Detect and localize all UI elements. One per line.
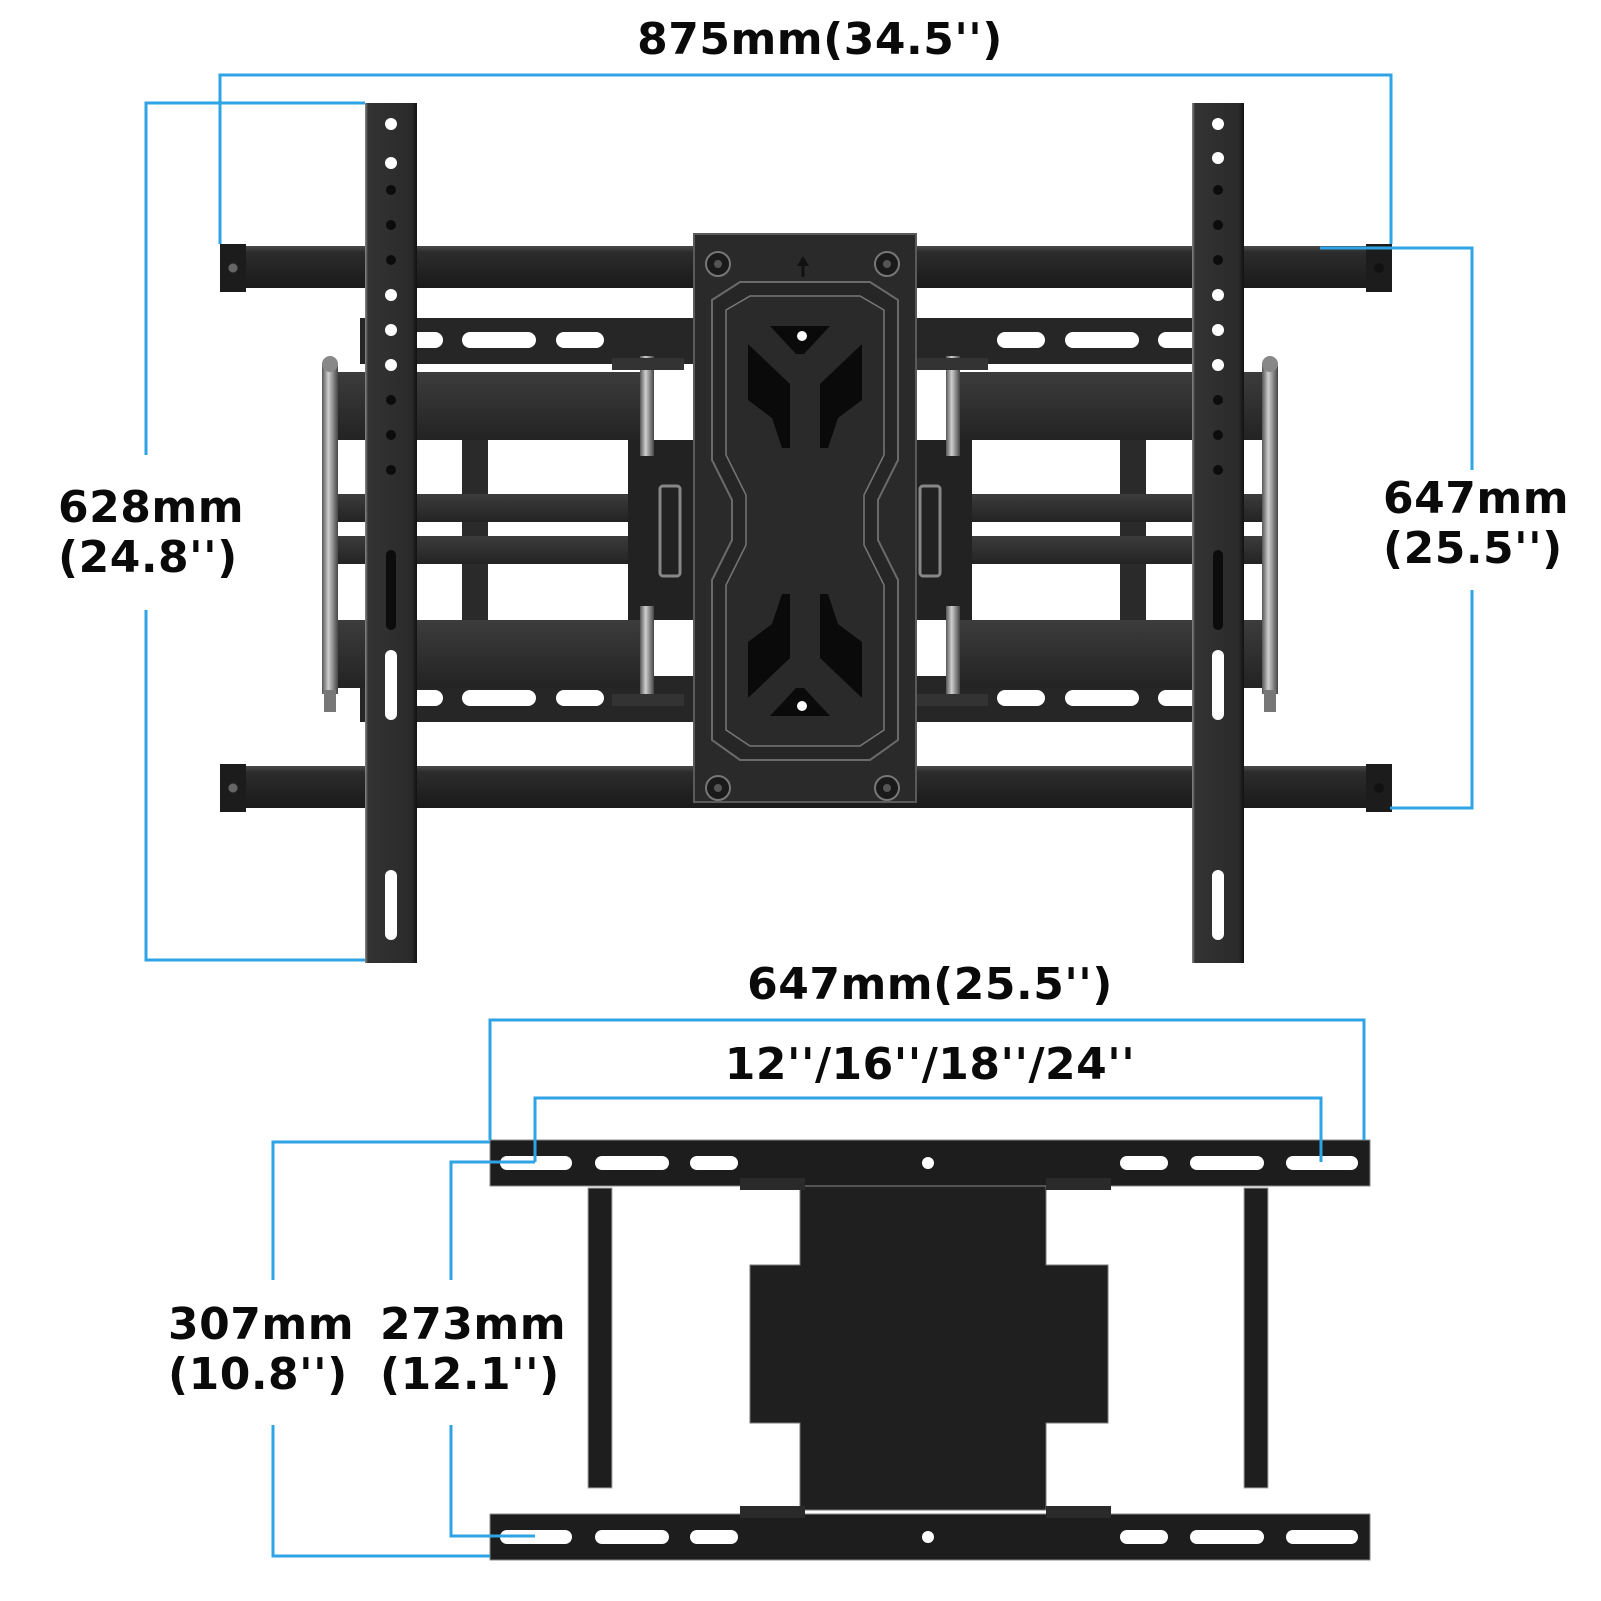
dim-vesa-spacing [533, 1096, 1323, 1162]
dimension-lines-top [144, 73, 1474, 962]
right-height-label-inch: (25.5'') [1383, 523, 1563, 574]
bottom-top-rail [489, 1139, 1371, 1190]
left-height-label-inch: (24.8'') [58, 532, 238, 583]
bottom-width-label: 647mm(25.5'') [747, 959, 1113, 1010]
dim-left-height [144, 101, 365, 455]
dimension-lines-bottom [271, 1018, 1366, 1558]
dim-outer-height [271, 1140, 490, 1280]
dim-inner-height [449, 1160, 535, 1280]
bottom-view-mount [489, 1139, 1371, 1561]
overall-width-label: 875mm(34.5'') [637, 14, 1003, 65]
outer-height-label-inch: (10.8'') [168, 1349, 348, 1400]
outer-height-label-mm: 307mm [168, 1299, 355, 1350]
left-height-label-mm: 628mm [58, 482, 245, 533]
vertical-bracket-right [1192, 103, 1244, 963]
dim-right-height [1320, 246, 1474, 470]
bottom-bottom-rail [489, 1506, 1371, 1561]
vesa-spacing-label: 12''/16''/18''/24'' [724, 1039, 1136, 1090]
up-arrow-icon [797, 256, 809, 277]
bottom-center-plate [749, 1183, 1109, 1511]
inner-height-label-inch: (12.1'') [380, 1349, 560, 1400]
inner-height-label-mm: 273mm [380, 1299, 567, 1350]
top-view-mount [220, 103, 1392, 963]
dim-overall-width [218, 73, 1393, 244]
right-height-label-mm: 647mm [1383, 473, 1570, 524]
dim-bottom-width [488, 1018, 1366, 1140]
vertical-bracket-left [365, 103, 417, 963]
center-mounting-plate [693, 233, 917, 803]
